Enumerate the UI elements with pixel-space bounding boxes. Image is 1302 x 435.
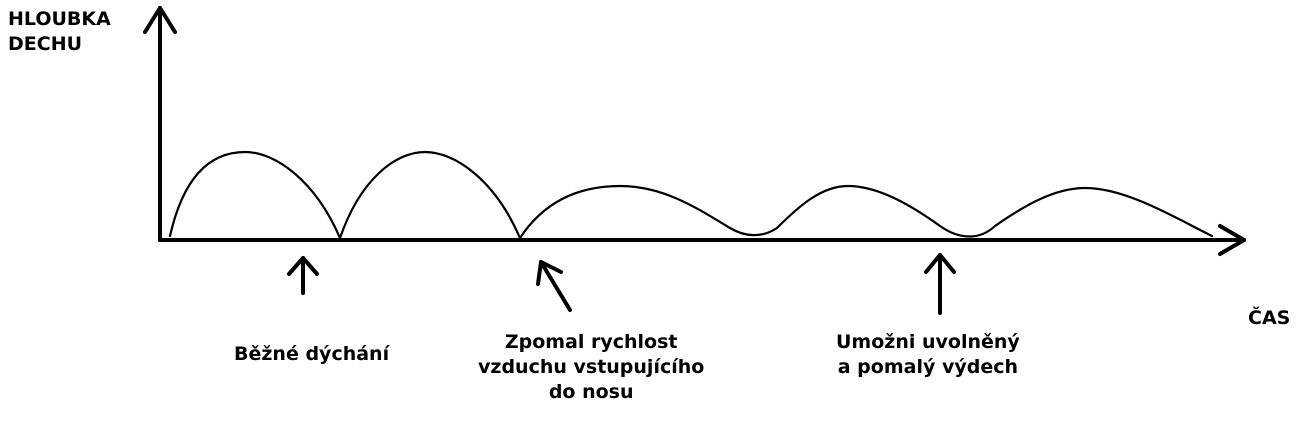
y-axis-label-line: DECHU (8, 33, 83, 55)
annotation-line: a pomalý výdech (837, 356, 1019, 378)
breath-wave-normal-1 (168, 150, 342, 240)
arrow-slow-inhale (539, 260, 572, 312)
x-axis-label-text: ČAS (1248, 307, 1291, 329)
arrow-slow-exhale-head (924, 253, 956, 274)
y-axis-label: HLOUBKA DECHU (8, 7, 111, 57)
annotation-line: Zpomal rychlost (504, 331, 678, 353)
x-axis-arrowhead (1218, 224, 1246, 256)
annotation-line: do nosu (548, 381, 634, 403)
y-axis-label-line: HLOUBKA (8, 8, 111, 30)
x-axis-label: ČAS (1248, 306, 1290, 331)
annotation-line: Umožni uvolněný (836, 331, 1020, 353)
breath-wave-normal-2 (338, 150, 522, 240)
annotation-slow-exhale: Umožni uvolněný a pomalý výdech (836, 330, 1020, 380)
annotation-normal-breathing: Běžné dýchání (234, 342, 389, 367)
annotation-line: Běžné dýchání (234, 343, 390, 365)
breath-wave-slow (518, 184, 1214, 240)
arrow-normal-breathing-head (287, 256, 319, 276)
y-axis-arrowhead (143, 6, 177, 34)
annotation-slow-inhale: Zpomal rychlost vzduchu vstupujícího do … (478, 330, 704, 405)
arrow-slow-inhale-head (536, 260, 563, 286)
annotation-line: vzduchu vstupujícího (478, 356, 705, 378)
